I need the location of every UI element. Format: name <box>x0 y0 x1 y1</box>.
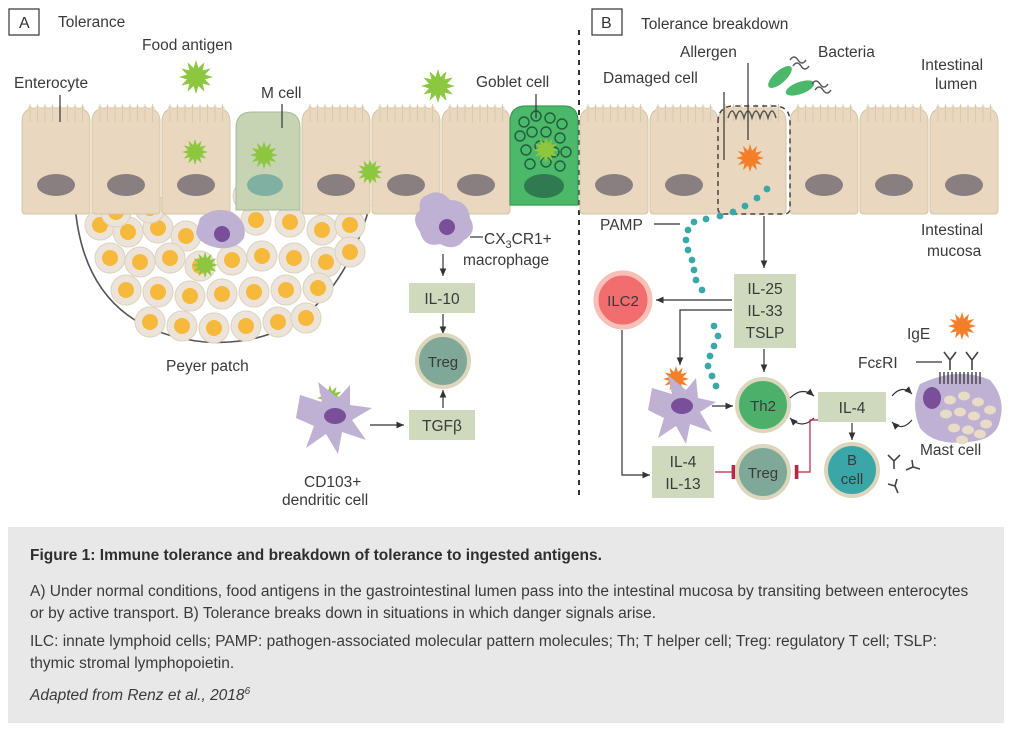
epithelium <box>21 104 999 215</box>
box-il4-il13: IL-4 IL-13 <box>652 446 714 498</box>
caption-paragraph-1: A) Under normal conditions, food antigen… <box>30 583 969 622</box>
immune-tolerance-diagram: A Tolerance B Tolerance breakdown <box>8 8 1002 509</box>
label-intestinal-lumen-2: lumen <box>935 76 977 93</box>
mast-cell <box>915 351 1002 445</box>
mast-cell-granules <box>940 391 996 445</box>
svg-text:B: B <box>847 452 857 469</box>
svg-text:IL-33: IL-33 <box>747 303 782 320</box>
panel-b-letter: B <box>601 15 612 32</box>
antigen-star <box>179 60 213 94</box>
bacteria-icon <box>768 56 832 96</box>
cd103-dendritic-cell <box>296 382 372 454</box>
label-macrophage: macrophage <box>463 252 549 269</box>
antigen-star <box>533 137 559 163</box>
enterocyte <box>441 104 511 215</box>
svg-text:TSLP: TSLP <box>746 325 785 342</box>
svg-text:ILC2: ILC2 <box>607 293 639 310</box>
label-enterocyte: Enterocyte <box>14 75 88 92</box>
figure-caption: Figure 1: Immune tolerance and breakdown… <box>8 527 1004 723</box>
svg-text:Th2: Th2 <box>750 398 776 415</box>
label-fceri: FcεRI <box>858 355 898 372</box>
svg-text:TGFβ: TGFβ <box>422 418 462 435</box>
enterocyte <box>649 104 719 215</box>
ige-antibodies <box>943 351 979 370</box>
svg-text:IL-4: IL-4 <box>670 454 697 471</box>
box-il10: IL-10 <box>409 283 475 313</box>
antigen-star <box>357 159 383 185</box>
box-il25-il33-tslp: IL-25 IL-33 TSLP <box>734 274 796 348</box>
label-dendritic-cell: dendritic cell <box>282 492 368 509</box>
dendritic-cell-b <box>648 375 716 444</box>
panel-a-title: Tolerance <box>58 14 125 31</box>
antigen-star <box>192 252 218 278</box>
antigen-star <box>948 312 976 340</box>
antigen-star <box>250 141 278 169</box>
b-cell: B cell <box>824 442 880 498</box>
antigen-star <box>736 144 764 172</box>
panel-b-header: B Tolerance breakdown <box>591 8 788 36</box>
antigen-star <box>182 139 208 165</box>
label-damaged-cell: Damaged cell <box>603 70 698 87</box>
enterocyte <box>301 104 371 215</box>
treg-cell-a: Treg <box>415 333 471 389</box>
peyer-patch-lymphocytes <box>84 180 366 344</box>
label-goblet-cell: Goblet cell <box>476 74 549 91</box>
panel-a-header: A Tolerance <box>8 8 125 36</box>
label-allergen: Allergen <box>680 44 737 61</box>
enterocyte <box>91 104 161 215</box>
peyer-dendritic-cell <box>196 210 245 249</box>
svg-text:cell: cell <box>841 471 864 488</box>
panel-a-letter: A <box>19 15 30 32</box>
enterocyte <box>579 104 649 215</box>
label-ige: IgE <box>907 326 930 343</box>
enterocyte <box>21 104 91 215</box>
enterocyte <box>371 104 441 215</box>
treg-cell-b: Treg <box>735 444 791 500</box>
label-cx3cr1: CX3CR1+ <box>484 231 552 251</box>
svg-text:IL-4: IL-4 <box>839 400 866 417</box>
cx3cr1-macrophage <box>415 192 473 248</box>
label-intestinal-mucosa-2: mucosa <box>927 243 982 260</box>
box-il4: IL-4 <box>818 392 886 422</box>
peyer-patch <box>74 180 371 344</box>
label-peyer-patch: Peyer patch <box>166 358 249 375</box>
label-mast-cell: Mast cell <box>920 442 981 459</box>
enterocyte <box>859 104 929 215</box>
panel-b-title: Tolerance breakdown <box>641 16 788 33</box>
th2-cell: Th2 <box>735 377 791 433</box>
svg-text:IL-13: IL-13 <box>665 476 700 493</box>
caption-paragraph-2: ILC: innate lymphoid cells; PAMP: pathog… <box>30 633 937 672</box>
label-food-antigen: Food antigen <box>142 37 233 54</box>
svg-text:Treg: Treg <box>748 465 778 482</box>
label-intestinal-lumen-1: Intestinal <box>921 57 983 74</box>
label-intestinal-mucosa-1: Intestinal <box>921 222 983 239</box>
label-m-cell: M cell <box>261 85 301 102</box>
svg-text:Treg: Treg <box>428 354 458 371</box>
enterocyte <box>929 104 999 215</box>
caption-title: Figure 1: Immune tolerance and breakdown… <box>30 547 602 564</box>
ilc2-cell: ILC2 <box>593 270 653 330</box>
box-tgfb: TGFβ <box>409 410 475 440</box>
enterocyte <box>789 104 859 215</box>
label-bacteria: Bacteria <box>818 44 875 61</box>
fceri-receptors <box>939 372 981 384</box>
label-pamp: PAMP <box>600 217 643 234</box>
caption-source: Adapted from Renz et al., 20186 <box>30 686 251 705</box>
damaged-cell <box>717 105 791 215</box>
antigen-star <box>421 69 455 103</box>
svg-text:IL-10: IL-10 <box>424 291 460 308</box>
antigen-star <box>663 366 689 392</box>
antibody-icons <box>887 454 921 494</box>
pamp-dots <box>682 185 771 390</box>
label-cd103: CD103+ <box>304 474 361 491</box>
svg-text:IL-25: IL-25 <box>747 281 782 298</box>
